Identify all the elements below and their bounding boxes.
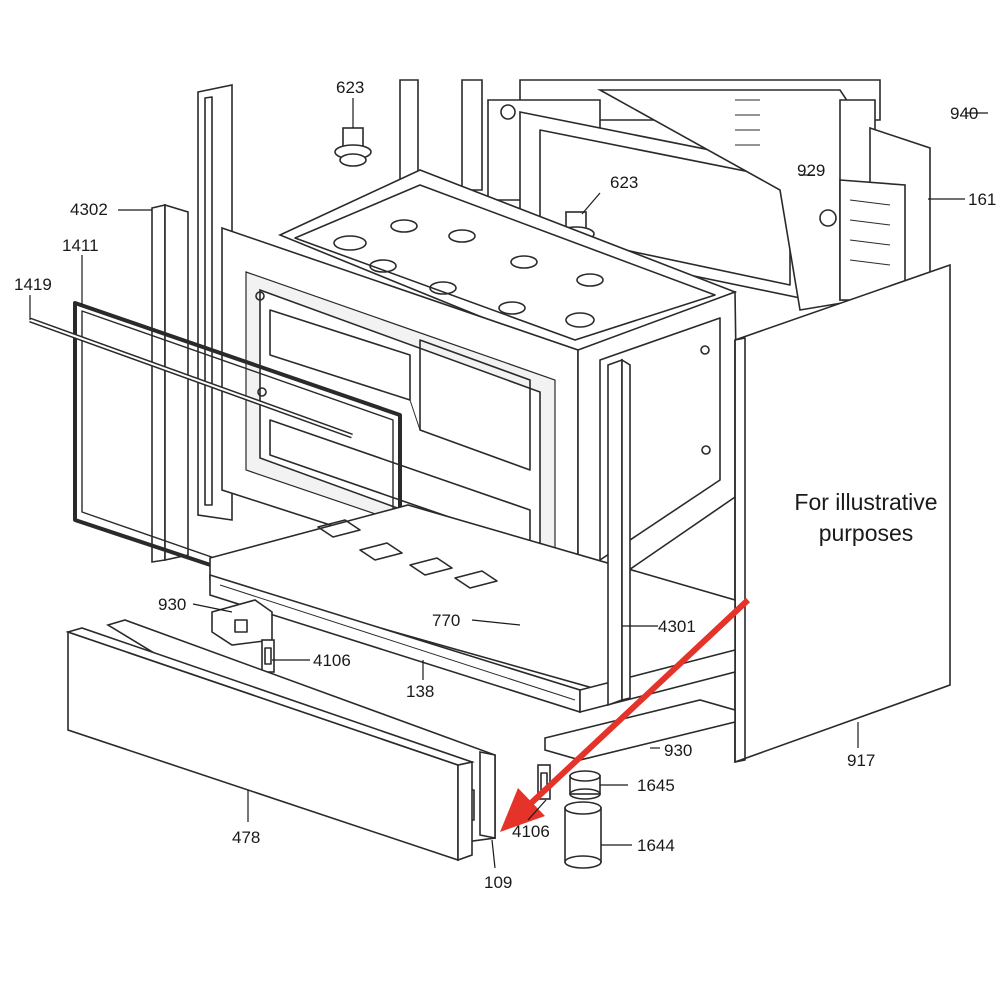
label-930-left: 930	[158, 595, 186, 614]
rod-part-1419	[29, 317, 353, 439]
label-161: 161	[968, 190, 996, 209]
illustrative-note: For illustrative purposes	[794, 489, 937, 546]
hinge-part-930-left	[211, 599, 273, 646]
label-1419: 1419	[14, 275, 52, 294]
label-1411: 1411	[62, 236, 99, 255]
part-labels: 623 940 929 623 161 4302 1411 1419 930 7…	[14, 78, 996, 892]
label-138: 138	[406, 682, 434, 701]
note-line-2: purposes	[819, 520, 914, 546]
label-770: 770	[432, 611, 460, 630]
bracket-part-4302	[151, 203, 189, 563]
leveling-foot-part-1644	[564, 801, 602, 869]
label-4301: 4301	[658, 617, 696, 636]
indicator-arrow	[500, 597, 751, 832]
thermostat-part-623-upper	[334, 127, 372, 167]
label-917: 917	[847, 751, 875, 770]
label-109: 109	[484, 873, 512, 892]
label-623-upper: 623	[336, 78, 364, 97]
label-4302: 4302	[70, 200, 108, 219]
note-line-1: For illustrative	[794, 489, 937, 515]
label-4106-left: 4106	[313, 651, 351, 670]
label-1645: 1645	[637, 776, 675, 795]
label-930-right: 930	[664, 741, 692, 760]
label-478: 478	[232, 828, 260, 847]
leader-lines	[29, 98, 988, 869]
leveling-foot-part-1645	[569, 770, 601, 800]
label-940: 940	[950, 104, 978, 123]
label-623-lower: 623	[610, 173, 638, 192]
drawer-front-part-478	[65, 627, 475, 862]
hinge-receiver-part-4106-left	[261, 639, 275, 673]
label-1644: 1644	[637, 836, 675, 855]
label-4106-right: 4106	[512, 822, 550, 841]
label-929: 929	[797, 161, 825, 180]
bracket-part-4301	[607, 358, 631, 707]
